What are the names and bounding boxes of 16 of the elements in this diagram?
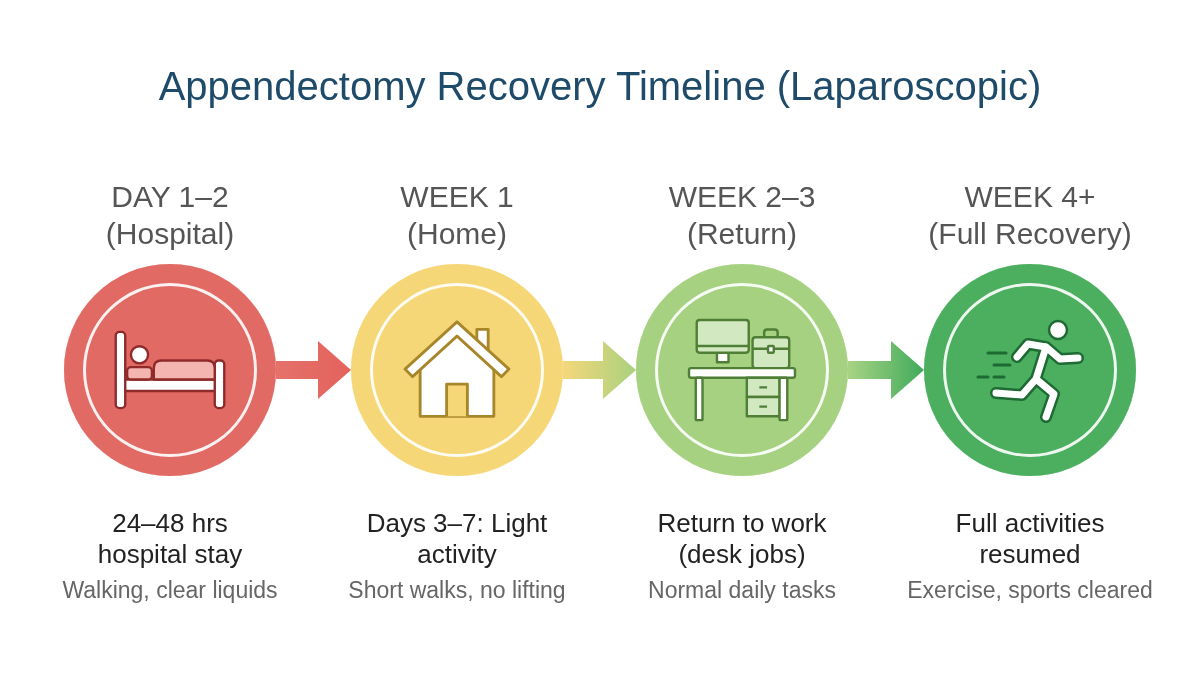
stage-description: Full activities resumed: [955, 508, 1105, 570]
stage-note: Exercise, sports cleared: [907, 576, 1153, 604]
stage-description: Return to work (desk jobs): [657, 508, 827, 570]
arrow: [848, 341, 924, 399]
stage-heading: WEEK 4+ (Full Recovery): [928, 179, 1132, 252]
stage-description: Days 3–7: Light activity: [366, 508, 548, 570]
arrow: [563, 341, 636, 399]
stage-description: 24–48 hrs hospital stay: [97, 508, 243, 570]
stage-note: Walking, clear liquids: [62, 576, 278, 604]
stage-heading: WEEK 1 (Home): [400, 179, 514, 252]
stage-note: Normal daily tasks: [648, 576, 836, 604]
stage-heading: WEEK 2–3 (Return): [668, 179, 816, 252]
arrow: [276, 341, 351, 399]
stage-note: Short walks, no lifting: [348, 576, 566, 604]
diagram-title: Appendectomy Recovery Timeline (Laparoscopic): [157, 63, 1043, 110]
stage-heading: DAY 1–2 (Hospital): [105, 179, 235, 252]
